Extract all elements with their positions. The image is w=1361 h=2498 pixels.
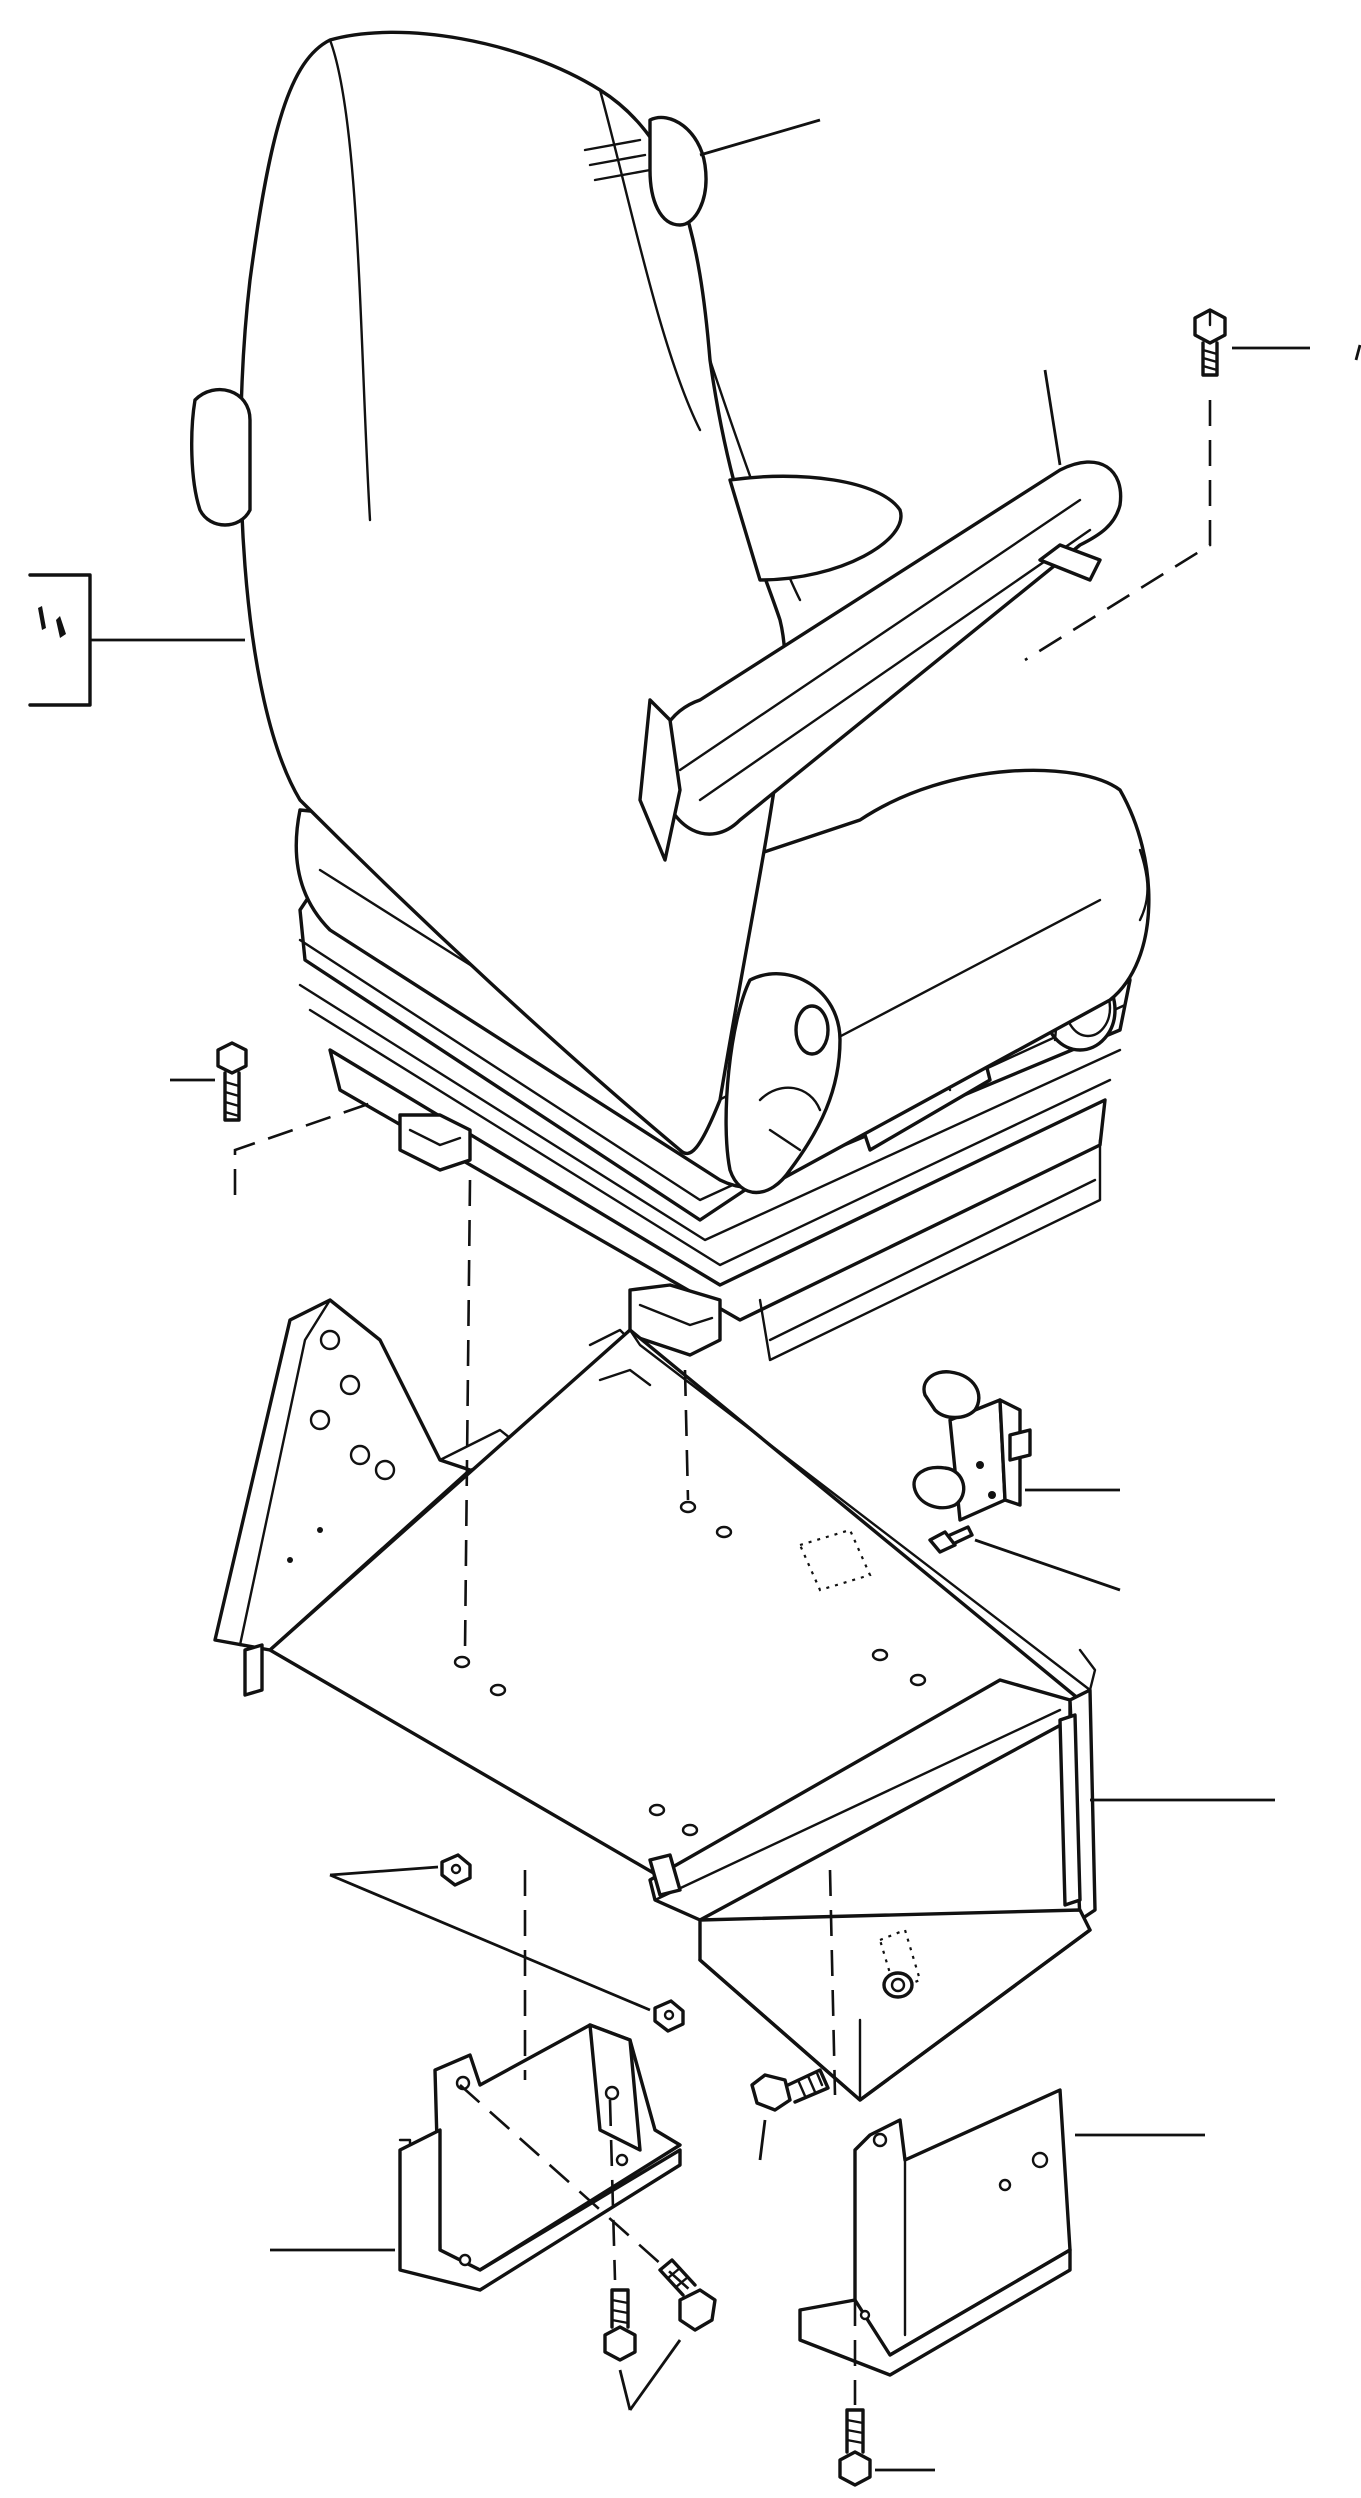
top-right-bolt xyxy=(1193,308,1361,377)
bracket-bolts xyxy=(459,2084,717,2411)
bottom-bolt xyxy=(838,2408,935,2487)
center-bolt xyxy=(750,2068,830,2161)
left-bolt xyxy=(170,1041,248,1122)
left-bracket xyxy=(270,2023,682,2292)
backrest xyxy=(238,30,903,1156)
seat-assembly xyxy=(190,30,1151,1362)
right-bracket xyxy=(798,2088,1205,2377)
seat-base-box xyxy=(213,1298,1275,2102)
leader-lines xyxy=(28,118,1062,707)
alignment-lines xyxy=(233,400,1212,2405)
headrest xyxy=(190,115,708,527)
armrest xyxy=(638,460,1123,1195)
latch xyxy=(912,1370,1120,1522)
nuts xyxy=(329,1853,685,2033)
latch-screw xyxy=(928,1525,1121,1592)
